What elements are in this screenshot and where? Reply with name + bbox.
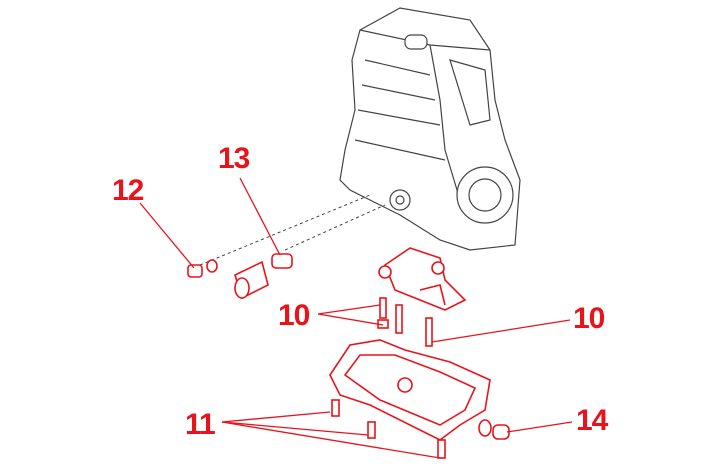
- alignment-lines: [199, 194, 386, 266]
- oil-pressure-switch-12: [187, 259, 218, 278]
- callout-10-left: 10: [278, 299, 310, 332]
- callout-12: 12: [112, 174, 144, 207]
- callout-11: 11: [185, 408, 216, 441]
- callout-10-right: 10: [573, 302, 605, 335]
- bolts-11: [331, 399, 446, 459]
- callout-14: 14: [576, 404, 608, 437]
- engine-block: [339, 7, 521, 251]
- red-parts: [187, 247, 510, 459]
- oil-sump: [329, 339, 491, 441]
- leader-lines: [139, 177, 573, 459]
- oil-pump: [378, 247, 467, 311]
- callout-13: 13: [218, 142, 250, 175]
- drain-plug-14: [478, 419, 510, 440]
- bolts-10: [377, 297, 433, 347]
- oil-filter-13: [234, 253, 293, 300]
